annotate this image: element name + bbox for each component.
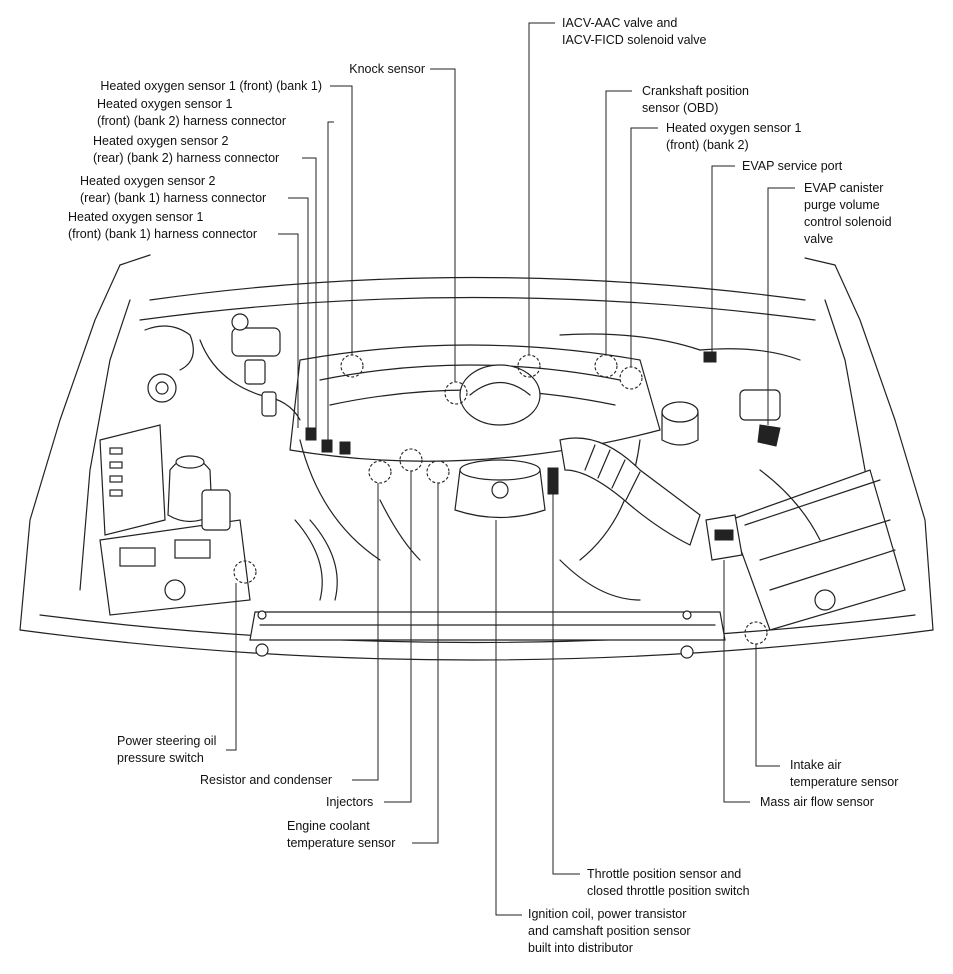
harness-connectors — [305, 351, 717, 495]
air-cleaner-box — [729, 469, 906, 631]
label-mass-air-flow-sensor: Mass air flow sensor — [760, 795, 874, 809]
label-ho2s2-bank1-connector: Heated oxygen sensor 2(rear) (bank 1) ha… — [80, 174, 267, 205]
leader-lines — [226, 22, 795, 916]
label-resistor-condenser: Resistor and condenser — [200, 773, 333, 787]
maf-connector — [705, 514, 743, 561]
intake-duct — [559, 437, 701, 546]
hoses — [294, 469, 821, 601]
battery-and-fuse-box — [99, 424, 251, 616]
label-evap-service-port: EVAP service port — [742, 159, 843, 173]
distributor — [454, 459, 546, 519]
label-ho2s1-bank1-connector: Heated oxygen sensor 1(front) (bank 1) h… — [68, 210, 257, 241]
engine-block — [289, 344, 661, 561]
radiator-support — [249, 610, 726, 659]
label-ho2s2-bank2-connector: Heated oxygen sensor 2(rear) (bank 2) ha… — [93, 134, 280, 165]
right-upper-components — [559, 333, 801, 447]
label-ho2s1-bank2-connector: Heated oxygen sensor 1(front) (bank 2) h… — [97, 97, 286, 128]
label-ho2s1-front-bank2: Heated oxygen sensor 1(front) (bank 2) — [666, 121, 802, 152]
label-injectors: Injectors — [326, 795, 374, 809]
label-knock-sensor: Knock sensor — [349, 62, 425, 76]
left-upper-components — [144, 313, 301, 421]
coolant-reservoir — [167, 455, 231, 531]
label-ho2s1-front-bank1: Heated oxygen sensor 1 (front) (bank 1) — [100, 79, 322, 93]
